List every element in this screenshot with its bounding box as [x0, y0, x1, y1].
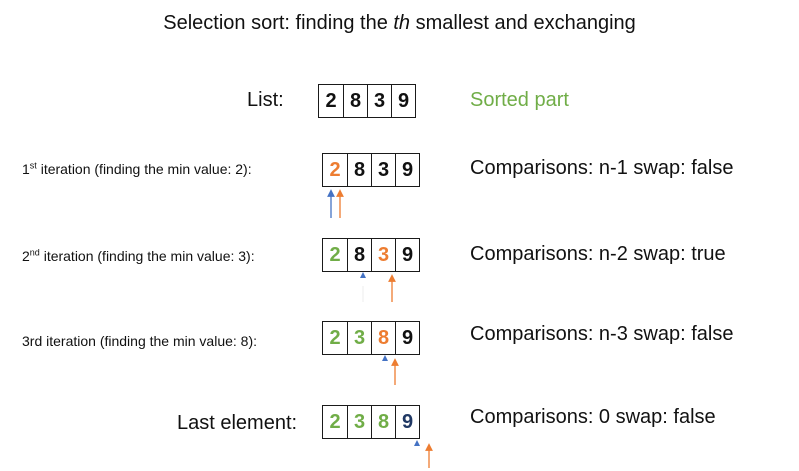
last-element-stats: Comparisons: 0 swap: false	[470, 406, 716, 428]
diagram-title: Selection sort: finding the th smallest …	[0, 12, 799, 35]
last-element-array-cell-1: 2	[329, 411, 341, 433]
last-element-array-cell-2: 3	[347, 406, 371, 438]
iteration-3-min-pointer-arrow	[382, 355, 388, 361]
iteration-1-array-cell-2: 8	[347, 154, 371, 186]
iteration-2-suffix: nd	[29, 247, 40, 258]
last-element-label: Last element:	[177, 412, 298, 434]
iteration-2-array-cell-2: 8	[347, 239, 371, 271]
list-array-cell-2: 8	[343, 85, 367, 117]
sorted-part-legend: Sorted part	[470, 89, 569, 111]
title-italic: th	[393, 12, 411, 34]
iteration-2-number: 2	[22, 248, 30, 264]
list-array-cell-3: 3	[367, 85, 391, 117]
title-suffix: smallest and exchanging	[410, 12, 636, 34]
iteration-1-array-cell-3: 3	[371, 154, 395, 186]
iteration-3-label: 3rd iteration (finding the min value: 8)…	[22, 333, 258, 349]
iteration-1-suffix: st	[29, 160, 37, 171]
iteration-2-array-cell-1: 2	[329, 244, 341, 266]
list-array-cell-1: 2	[325, 90, 337, 112]
iteration-3-array-cell-4: 9	[395, 322, 419, 354]
iteration-1-label: 1st iteration (finding the min value: 2)…	[22, 161, 252, 177]
iteration-1-array-cell-4: 9	[395, 154, 419, 186]
iteration-2-min-pointer-arrow	[360, 272, 366, 278]
iteration-2-label: 2nd iteration (finding the min value: 3)…	[22, 248, 255, 264]
iteration-2-stats: Comparisons: n-2 swap: true	[470, 243, 726, 265]
list-array-cell-4: 9	[391, 85, 415, 117]
last-element-array-cell-4: 9	[395, 406, 419, 438]
list-label: List:	[247, 89, 284, 111]
iteration-3-stats: Comparisons: n-3 swap: false	[470, 323, 734, 345]
iteration-1-text: iteration (finding the min value: 2):	[36, 161, 252, 177]
iteration-1-array-cell-1: 2	[329, 159, 341, 181]
title-prefix: Selection sort: finding the	[163, 12, 394, 34]
last-element-array-cell-3: 8	[371, 406, 395, 438]
iteration-2-array-cell-4: 9	[395, 239, 419, 271]
iteration-2-text: iteration (finding the min value: 3):	[39, 248, 255, 264]
iteration-3-array-cell-3: 8	[371, 322, 395, 354]
iteration-3-array-cell-2: 3	[347, 322, 371, 354]
iteration-1-stats: Comparisons: n-1 swap: false	[470, 157, 734, 179]
iteration-2-array-cell-3: 3	[371, 239, 395, 271]
last-element-min-pointer-arrow	[414, 440, 420, 446]
iteration-3-array-cell-1: 2	[329, 327, 341, 349]
iteration-1-number: 1	[22, 161, 30, 177]
